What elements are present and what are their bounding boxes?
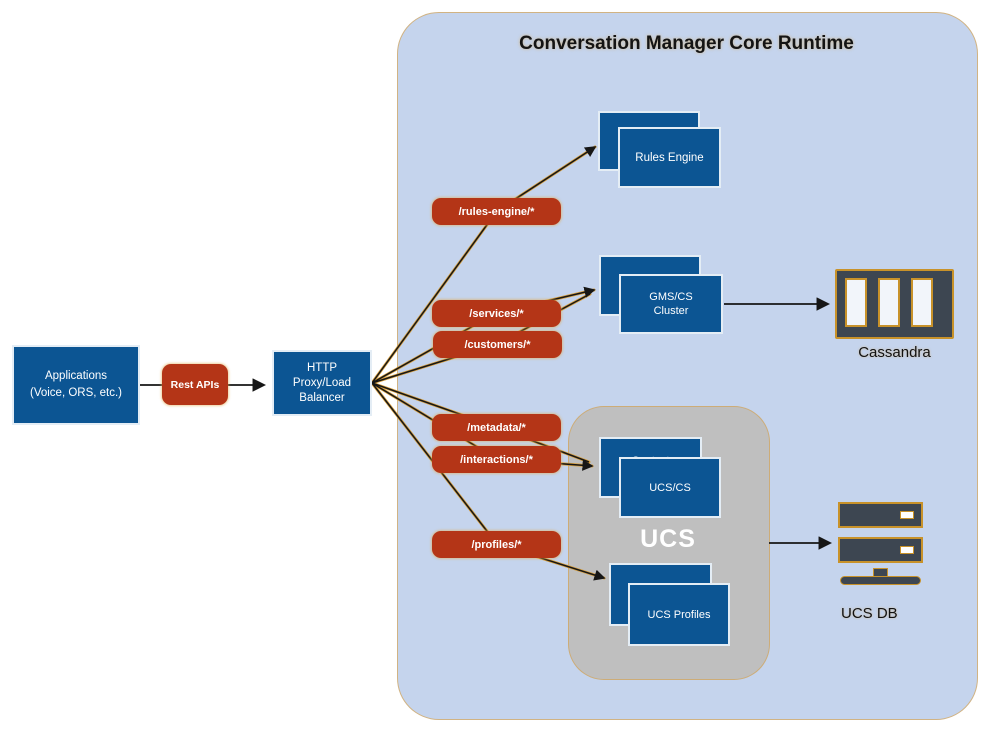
server-slot-icon: [900, 546, 914, 554]
route-label-services: /services/*: [432, 300, 561, 327]
proxy-label-line3: Balancer: [299, 391, 345, 404]
ucs-profiles-box: UCS Profiles: [628, 583, 730, 646]
route-label-metadata: /metadata/*: [432, 414, 561, 441]
route-text-profiles: /profiles/*: [471, 538, 522, 551]
route-text-rules-engine: /rules-engine/*: [458, 205, 535, 218]
diagram-title: Conversation Manager Core Runtime: [519, 33, 854, 54]
ucs-profiles-label: UCS Profiles: [647, 608, 711, 621]
ucs-cs-label: UCS/CS: [649, 481, 691, 494]
proxy-label-line2: Proxy/Load: [292, 376, 352, 389]
cassandra-label: Cassandra: [858, 344, 931, 361]
applications-label-line1: Applications: [44, 370, 107, 382]
server-stand-base: [840, 576, 921, 585]
ucs-db-label: UCS DB: [841, 605, 898, 622]
server-unit-icon: [838, 537, 923, 563]
route-text-metadata: /metadata/*: [467, 421, 526, 434]
rest-apis-label: Rest APIs: [170, 378, 220, 391]
proxy-label-line1: HTTP: [306, 361, 338, 374]
route-label-interactions: /interactions/*: [432, 446, 561, 473]
rules-engine-label: Rules Engine: [635, 151, 704, 164]
gms-cluster-label: GMS/CS Cluster: [649, 291, 693, 317]
ucs-group-label: UCS: [640, 525, 696, 553]
route-label-profiles: /profiles/*: [432, 531, 561, 558]
route-label-rules-engine: /rules-engine/*: [432, 198, 561, 225]
rest-apis-badge: Rest APIs: [162, 364, 228, 405]
server-unit-icon: [838, 502, 923, 528]
ucs-cs-box: UCS/CS: [619, 457, 721, 518]
route-text-interactions: /interactions/*: [460, 453, 533, 466]
route-text-customers: /customers/*: [464, 338, 531, 351]
rules-engine-box: Rules Engine: [618, 127, 721, 188]
cassandra-slot-1: [845, 278, 867, 327]
route-label-customers: /customers/*: [433, 331, 562, 358]
applications-box: Applications (Voice, ORS, etc.): [12, 345, 140, 425]
applications-label-line2: (Voice, ORS, etc.): [29, 387, 123, 399]
gms-cluster-box: GMS/CS Cluster: [619, 274, 723, 334]
http-proxy-box: HTTP Proxy/Load Balancer: [272, 350, 372, 416]
cassandra-slot-3: [911, 278, 933, 327]
cassandra-icon: [835, 269, 954, 339]
cassandra-slot-2: [878, 278, 900, 327]
server-slot-icon: [900, 511, 914, 519]
ucs-db-icon: [838, 502, 923, 586]
route-text-services: /services/*: [469, 307, 524, 320]
